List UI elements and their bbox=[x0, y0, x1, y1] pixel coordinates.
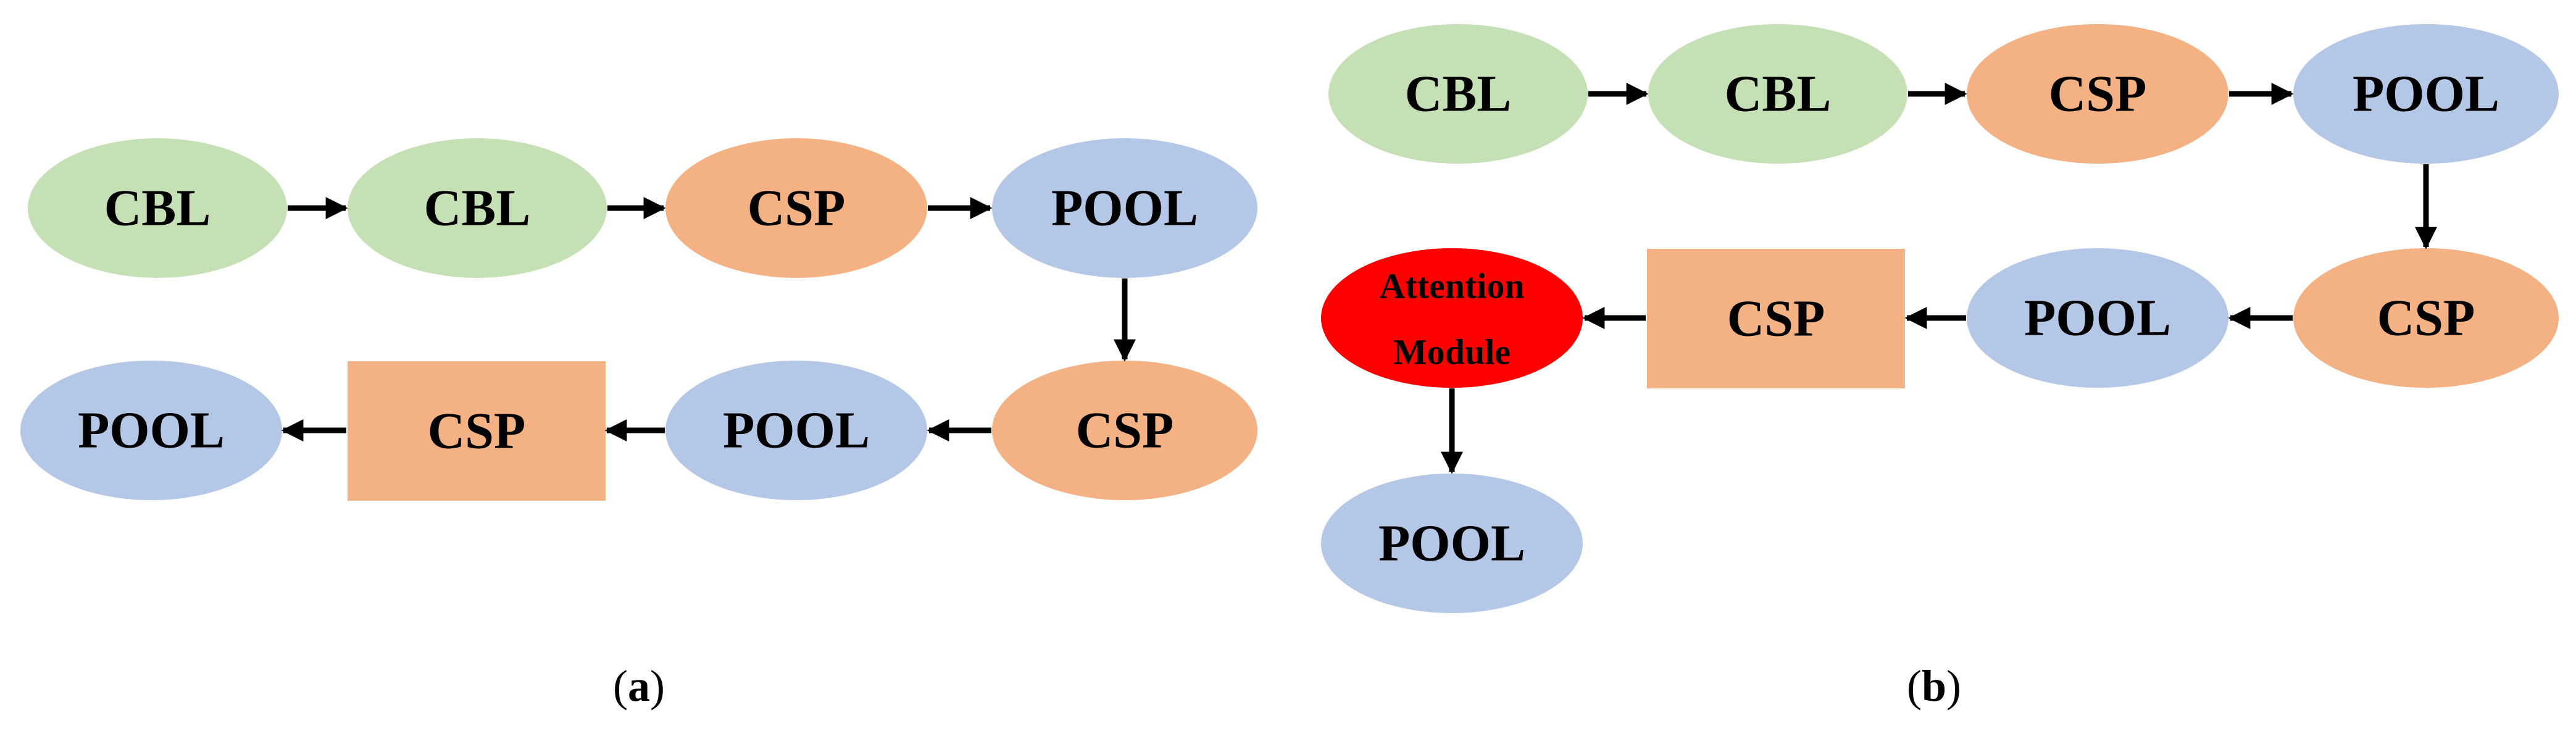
pool-node-label: POOL bbox=[2024, 290, 2171, 347]
pool-node-shape bbox=[1967, 248, 2228, 388]
attention-module-label-line2: Module bbox=[1393, 332, 1511, 372]
cbl-node-shape bbox=[1648, 24, 1907, 164]
cbl-node-label: CBL bbox=[424, 180, 531, 237]
panel-a-pool-node-1: POOL bbox=[992, 138, 1257, 278]
pool-node-label: POOL bbox=[78, 402, 225, 459]
panel-b-pool-node-1: POOL bbox=[2293, 24, 2559, 164]
cbl-node-shape bbox=[28, 138, 287, 278]
panel-b-pool-node-3: POOL bbox=[1321, 474, 1583, 613]
panel-a-csp-block: CSP bbox=[348, 361, 606, 501]
panel-a-caption: (a) bbox=[613, 661, 665, 711]
pool-node-label: POOL bbox=[1378, 515, 1525, 572]
pool-node-shape bbox=[1321, 474, 1583, 613]
panel-b-caption: (b) bbox=[1907, 661, 1961, 711]
csp-node-shape bbox=[1967, 24, 2228, 164]
csp-block-label: CSP bbox=[428, 403, 526, 460]
panel-b-attention-module: Attention Module bbox=[1321, 248, 1583, 388]
attention-module-label-line1: Attention bbox=[1379, 266, 1524, 306]
panel-b: CBL CBL CSP POOL CSP POOL CSP Attention bbox=[1321, 24, 2559, 711]
panel-a-csp-node-1: CSP bbox=[665, 138, 927, 278]
csp-node-label: CSP bbox=[1076, 402, 1174, 459]
cbl-node-shape bbox=[348, 138, 607, 278]
panel-b-csp-node-1: CSP bbox=[1967, 24, 2228, 164]
csp-node-label: CSP bbox=[2049, 65, 2147, 123]
pool-node-label: POOL bbox=[1051, 180, 1198, 237]
pool-node-shape bbox=[2293, 24, 2559, 164]
panel-b-cbl-node-1: CBL bbox=[1328, 24, 1588, 164]
panel-b-csp-node-2: CSP bbox=[2293, 248, 2559, 388]
cbl-node-label: CBL bbox=[1725, 65, 1832, 123]
pool-node-shape bbox=[20, 361, 282, 500]
panel-a-cbl-node-2: CBL bbox=[348, 138, 607, 278]
panel-b-csp-block: CSP bbox=[1647, 249, 1905, 388]
csp-block-shape bbox=[1647, 249, 1905, 388]
cbl-node-label: CBL bbox=[104, 180, 211, 237]
csp-node-shape bbox=[2293, 248, 2559, 388]
pool-node-label: POOL bbox=[723, 402, 870, 459]
panel-a: CBL CBL CSP POOL CSP POOL CSP POOL bbox=[20, 138, 1257, 711]
panel-b-pool-node-2: POOL bbox=[1967, 248, 2228, 388]
csp-node-shape bbox=[992, 361, 1257, 500]
csp-block-label: CSP bbox=[1727, 290, 1825, 348]
panel-a-pool-node-2: POOL bbox=[665, 361, 927, 500]
pool-node-shape bbox=[992, 138, 1257, 278]
panel-a-csp-node-2: CSP bbox=[992, 361, 1257, 500]
attention-module-shape bbox=[1321, 248, 1583, 388]
panel-a-cbl-node-1: CBL bbox=[28, 138, 287, 278]
csp-node-label: CSP bbox=[2377, 290, 2475, 347]
cbl-node-shape bbox=[1328, 24, 1588, 164]
csp-node-shape bbox=[665, 138, 927, 278]
panel-a-pool-node-3: POOL bbox=[20, 361, 282, 500]
csp-block-shape bbox=[348, 361, 606, 501]
csp-node-label: CSP bbox=[748, 180, 846, 237]
panel-b-cbl-node-2: CBL bbox=[1648, 24, 1907, 164]
cbl-node-label: CBL bbox=[1405, 65, 1512, 123]
pool-node-shape bbox=[665, 361, 927, 500]
pool-node-label: POOL bbox=[2353, 65, 2499, 123]
